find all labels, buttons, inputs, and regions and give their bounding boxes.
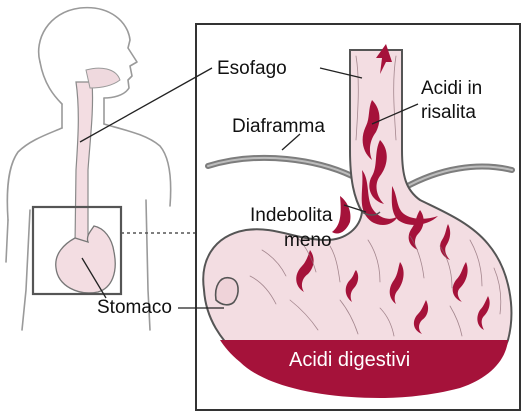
label-indebolita-line1: Indebolita	[250, 205, 332, 226]
label-acidi-digestivi: Acidi digestivi	[289, 349, 410, 371]
left-esophagus	[75, 82, 93, 246]
label-esofago: Esofago	[217, 58, 287, 79]
pylorus	[216, 278, 238, 305]
label-acidi-risalita-line2: risalita	[421, 102, 476, 123]
label-stomaco: Stomaco	[97, 297, 172, 318]
left-throat	[86, 68, 120, 88]
label-acidi-risalita-line1: Acidi in	[421, 78, 482, 99]
label-indebolita-line2: meno	[284, 230, 332, 251]
label-diaframma: Diaframma	[232, 116, 325, 137]
